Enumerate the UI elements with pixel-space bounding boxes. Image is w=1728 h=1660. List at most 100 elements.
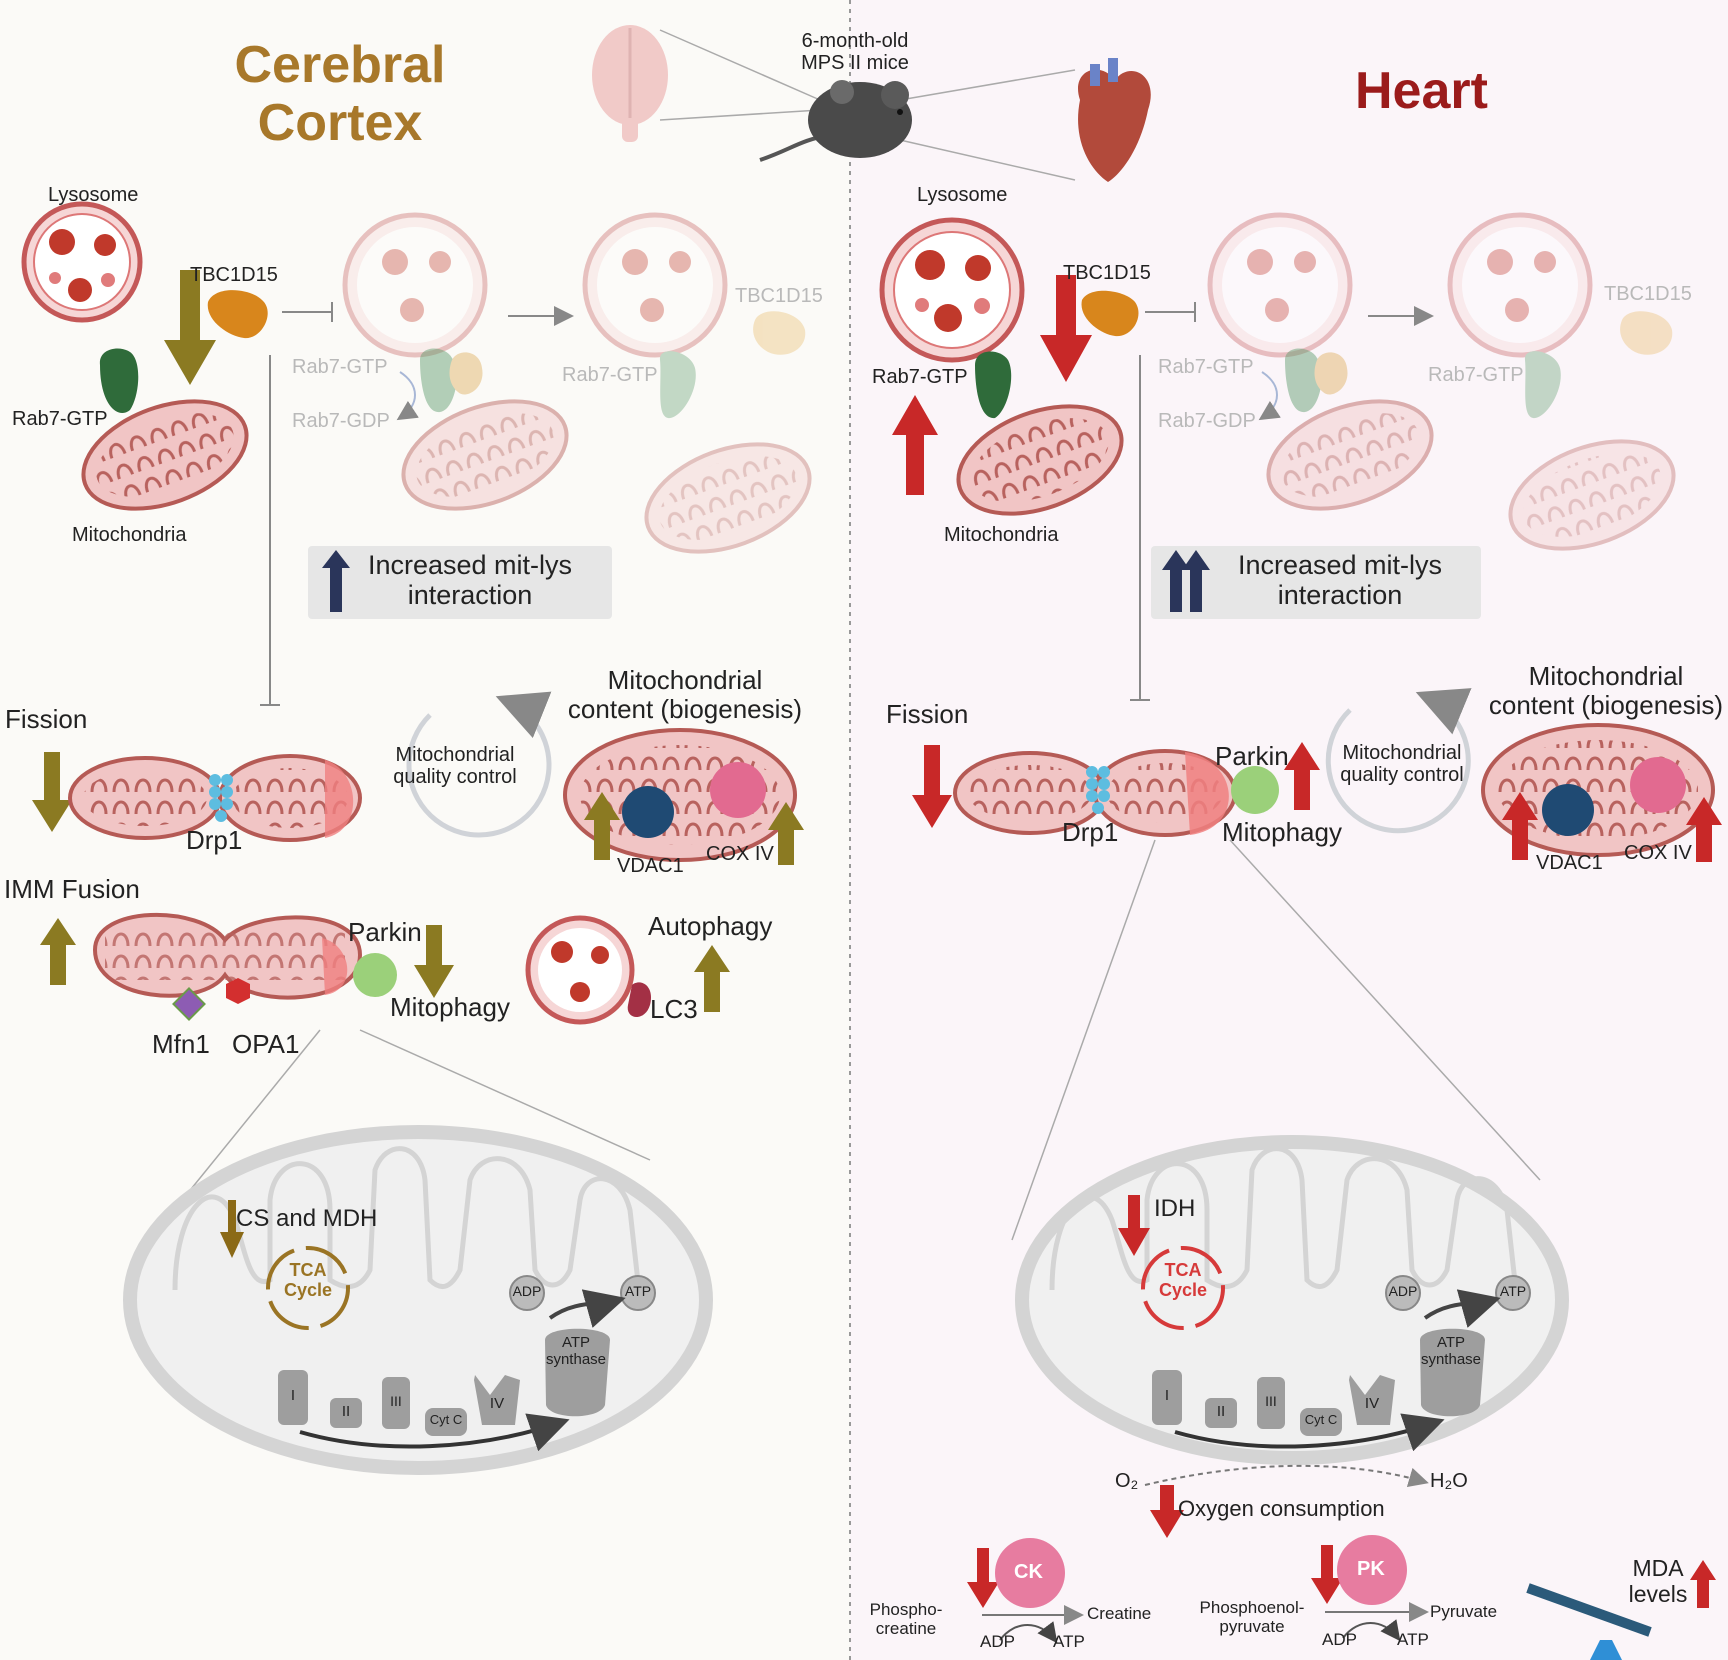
heart-complex-iv bbox=[1349, 1375, 1395, 1425]
heart-pk-substrate-label: Phosphoenol- pyruvate bbox=[1192, 1598, 1312, 1636]
heart-atp-synthase bbox=[1420, 1328, 1485, 1417]
cortex-zoom-mitochondrion bbox=[123, 1125, 713, 1475]
cortex-biogenesis-mitochondrion bbox=[563, 728, 797, 862]
heart-pk-protein bbox=[1337, 1535, 1407, 1605]
cortex-cyt-c-label: Cyt C bbox=[429, 1412, 463, 1427]
heart-enzymes-label: IDH bbox=[1154, 1195, 1196, 1222]
cortex-content-line1: Mitochondrial bbox=[607, 665, 763, 695]
heart-content-line2: content (biogenesis) bbox=[1488, 690, 1724, 721]
heart-ck-label: CK bbox=[1014, 1561, 1043, 1583]
cortex-atp-synthase-line2: synthase bbox=[545, 1350, 607, 1368]
cortex-mitophagy-down-arrow bbox=[414, 925, 454, 998]
heart-rab7-up-arrow bbox=[892, 395, 938, 495]
heart-interaction-box bbox=[1151, 546, 1481, 619]
cortex-interaction-text: Increased mit-lys interaction bbox=[345, 550, 595, 610]
cortex-parkin-label: Parkin bbox=[348, 917, 422, 947]
cortex-tca-cycle bbox=[266, 1246, 350, 1330]
heart-rab7-gtp-label: Rab7-GTP bbox=[872, 366, 968, 388]
heart-organ-icon bbox=[1078, 58, 1151, 182]
cortex-content-line2: content (biogenesis) bbox=[567, 694, 803, 725]
cortex-atp-synthase-label: ATP synthase bbox=[540, 1334, 612, 1369]
heart-oxygen-consumption-label: Oxygen consumption bbox=[1178, 1496, 1385, 1521]
heart-ck-down-arrow bbox=[967, 1548, 999, 1608]
cortex-zoom-line-left bbox=[169, 1029, 321, 1216]
heart-complex-iii-label: III bbox=[1265, 1393, 1277, 1409]
cortex-biogenesis-label: Mitochondrial content (biogenesis) bbox=[555, 665, 815, 725]
cortex-parkin-protein bbox=[353, 953, 397, 997]
heart-quality-control-label: Mitochondrial quality control bbox=[1332, 742, 1472, 787]
cortex-fission-label: Fission bbox=[5, 704, 88, 734]
cortex-enzymes-label: CS and MDH bbox=[236, 1205, 378, 1232]
heart-zoom-line-left bbox=[1011, 839, 1156, 1241]
heart-drp1-label: Drp1 bbox=[1062, 817, 1119, 847]
heart-cox4-up-arrow bbox=[1686, 797, 1722, 862]
cortex-adp-circle bbox=[509, 1275, 545, 1311]
cortex-complex-ii-label: II bbox=[341, 1403, 351, 1420]
heart-mda-up-arrow bbox=[1690, 1560, 1716, 1608]
heart-dividing-mitochondrion bbox=[953, 749, 1237, 837]
heart-pk-label: PK bbox=[1357, 1558, 1385, 1580]
cortex-lysosome bbox=[21, 201, 143, 323]
mfn1-marker bbox=[172, 987, 206, 1021]
heart-faded-rab7-gtp2-label: Rab7-GTP bbox=[1428, 364, 1524, 386]
cortex-imm-fusion-label: IMM Fusion bbox=[4, 874, 140, 904]
heart-tbc1d15-label: TBC1D15 bbox=[1063, 262, 1151, 284]
cortex-faded-complex bbox=[401, 348, 569, 511]
brain-icon bbox=[592, 25, 668, 142]
cortex-atp-label: ATP bbox=[624, 1283, 652, 1299]
cortex-complex-iii bbox=[382, 1377, 410, 1429]
mda-seesaw-icon bbox=[1526, 1583, 1652, 1660]
cortex-faded-rab7-gtp-label: Rab7-GTP bbox=[292, 356, 388, 378]
heart-parkin-label: Parkin bbox=[1215, 741, 1289, 771]
heart-ck-substrate-label: Phospho- creatine bbox=[858, 1600, 954, 1638]
heart-ck-product-label: Creatine bbox=[1087, 1604, 1152, 1623]
heart-complex-iv-label: IV bbox=[1364, 1395, 1380, 1412]
cortex-fusing-mitochondrion bbox=[92, 913, 363, 1021]
cortex-interaction-box bbox=[308, 546, 612, 619]
heart-adp-label: ADP bbox=[1388, 1283, 1418, 1299]
heart-qc-line1: Mitochondrial bbox=[1342, 742, 1462, 764]
heart-oxygen-down-arrow bbox=[1150, 1485, 1184, 1538]
mice-label: 6-month-old MPS II mice bbox=[780, 30, 930, 75]
heart-lysosome bbox=[879, 217, 1025, 363]
cortex-quality-control-cycle bbox=[406, 691, 552, 838]
cortex-interaction-up-arrow bbox=[322, 550, 350, 612]
heart-vdac1-up-arrow bbox=[1502, 792, 1538, 860]
heart-qc-line2: quality control bbox=[1340, 764, 1464, 787]
heart-biogenesis-label: Mitochondrial content (biogenesis) bbox=[1476, 661, 1728, 721]
heart-mitochondria-label: Mitochondria bbox=[944, 524, 1059, 546]
cortex-vdac1-up-arrow bbox=[584, 792, 620, 860]
heart-lysosome-label: Lysosome bbox=[917, 184, 1008, 206]
heart-pk-substrate-line2: pyruvate bbox=[1219, 1617, 1285, 1637]
cortex-rab7-protein bbox=[99, 348, 139, 413]
heart-vdac1-label: VDAC1 bbox=[1536, 852, 1603, 874]
cortex-autophagy-label: Autophagy bbox=[648, 911, 773, 941]
mouse-icon bbox=[759, 80, 912, 162]
cortex-faded-rab7-gdp-label: Rab7-GDP bbox=[292, 410, 390, 432]
heart-zoom-mitochondrion bbox=[1015, 1135, 1569, 1465]
cortex-complex-ii bbox=[330, 1398, 362, 1428]
cortex-adp-label: ADP bbox=[512, 1283, 542, 1299]
heart-atp-label: ATP bbox=[1499, 1283, 1527, 1299]
cortex-vdac1-label: VDAC1 bbox=[617, 855, 684, 877]
mice-label-line1: 6-month-old bbox=[801, 30, 909, 52]
heart-fission-down-arrow bbox=[912, 745, 952, 828]
projection-lines bbox=[659, 29, 1076, 181]
cortex-qc-line2: quality control bbox=[393, 766, 517, 789]
heart-pk-product-label: Pyruvate bbox=[1430, 1602, 1498, 1621]
cortex-tbc1d15-label: TBC1D15 bbox=[190, 264, 278, 286]
heart-parkin-protein bbox=[1231, 766, 1279, 814]
cortex-complex-i-label: I bbox=[290, 1387, 296, 1404]
heart-zoom-line-right bbox=[1229, 839, 1541, 1181]
cortex-mfn1-label: Mfn1 bbox=[152, 1029, 210, 1059]
heart-faded-complex bbox=[1266, 348, 1434, 511]
heart-parkin-up-arrow bbox=[1284, 742, 1320, 810]
cortex-mitophagy-label: Mitophagy bbox=[390, 992, 510, 1022]
heart-cox4-label: COX IV bbox=[1624, 842, 1692, 864]
cortex-qc-line1: Mitochondrial bbox=[395, 744, 515, 766]
heart-pk-down-arrow bbox=[1311, 1545, 1343, 1604]
heart-gtp-gdp-cycle-arrow bbox=[1258, 371, 1281, 421]
heart-tbc1d15-down-arrow bbox=[1040, 275, 1092, 382]
heart-rab7-protein bbox=[975, 351, 1012, 419]
